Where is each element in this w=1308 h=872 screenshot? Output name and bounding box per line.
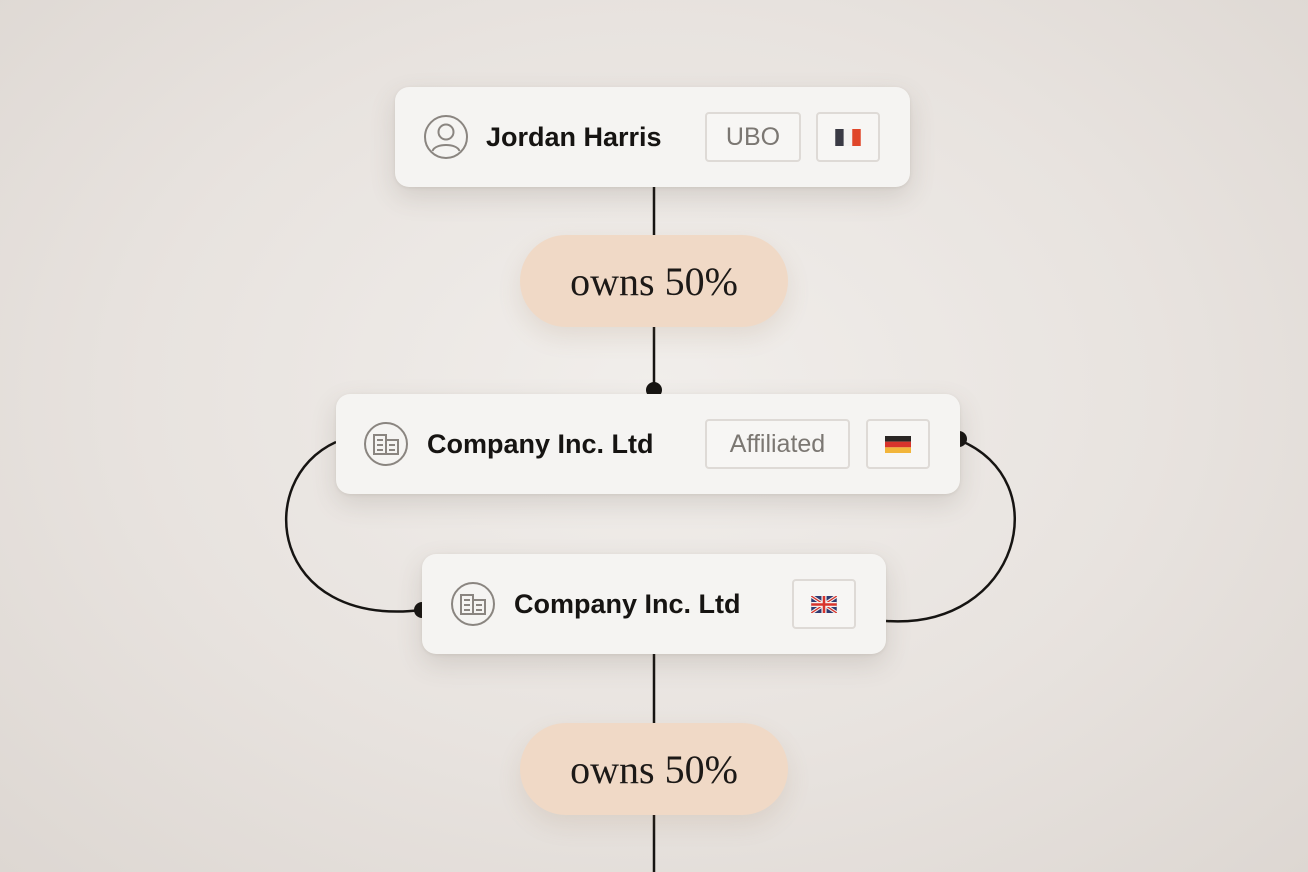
germany-flag-icon (866, 419, 930, 469)
ownership-label: owns 50% (520, 235, 788, 327)
node-jordan-harris[interactable]: Jordan Harris UBO (395, 87, 910, 187)
uk-flag-icon (792, 579, 856, 629)
node-company-affiliated[interactable]: Company Inc. Ltd Affiliated (336, 394, 960, 494)
person-icon (423, 114, 469, 160)
connector-loop-right (885, 438, 1016, 623)
node-company-uk[interactable]: Company Inc. Ltd (422, 554, 886, 654)
role-tag-affiliated: Affiliated (705, 419, 850, 469)
building-icon (450, 581, 496, 627)
connector-loop-left (284, 440, 423, 613)
building-icon (363, 421, 409, 467)
france-flag-icon (816, 112, 880, 162)
role-tag-ubo: UBO (705, 112, 801, 162)
node-name: Company Inc. Ltd (514, 589, 741, 619)
node-name: Company Inc. Ltd (427, 429, 654, 459)
node-name: Jordan Harris (486, 122, 662, 152)
ownership-label: owns 50% (520, 723, 788, 815)
